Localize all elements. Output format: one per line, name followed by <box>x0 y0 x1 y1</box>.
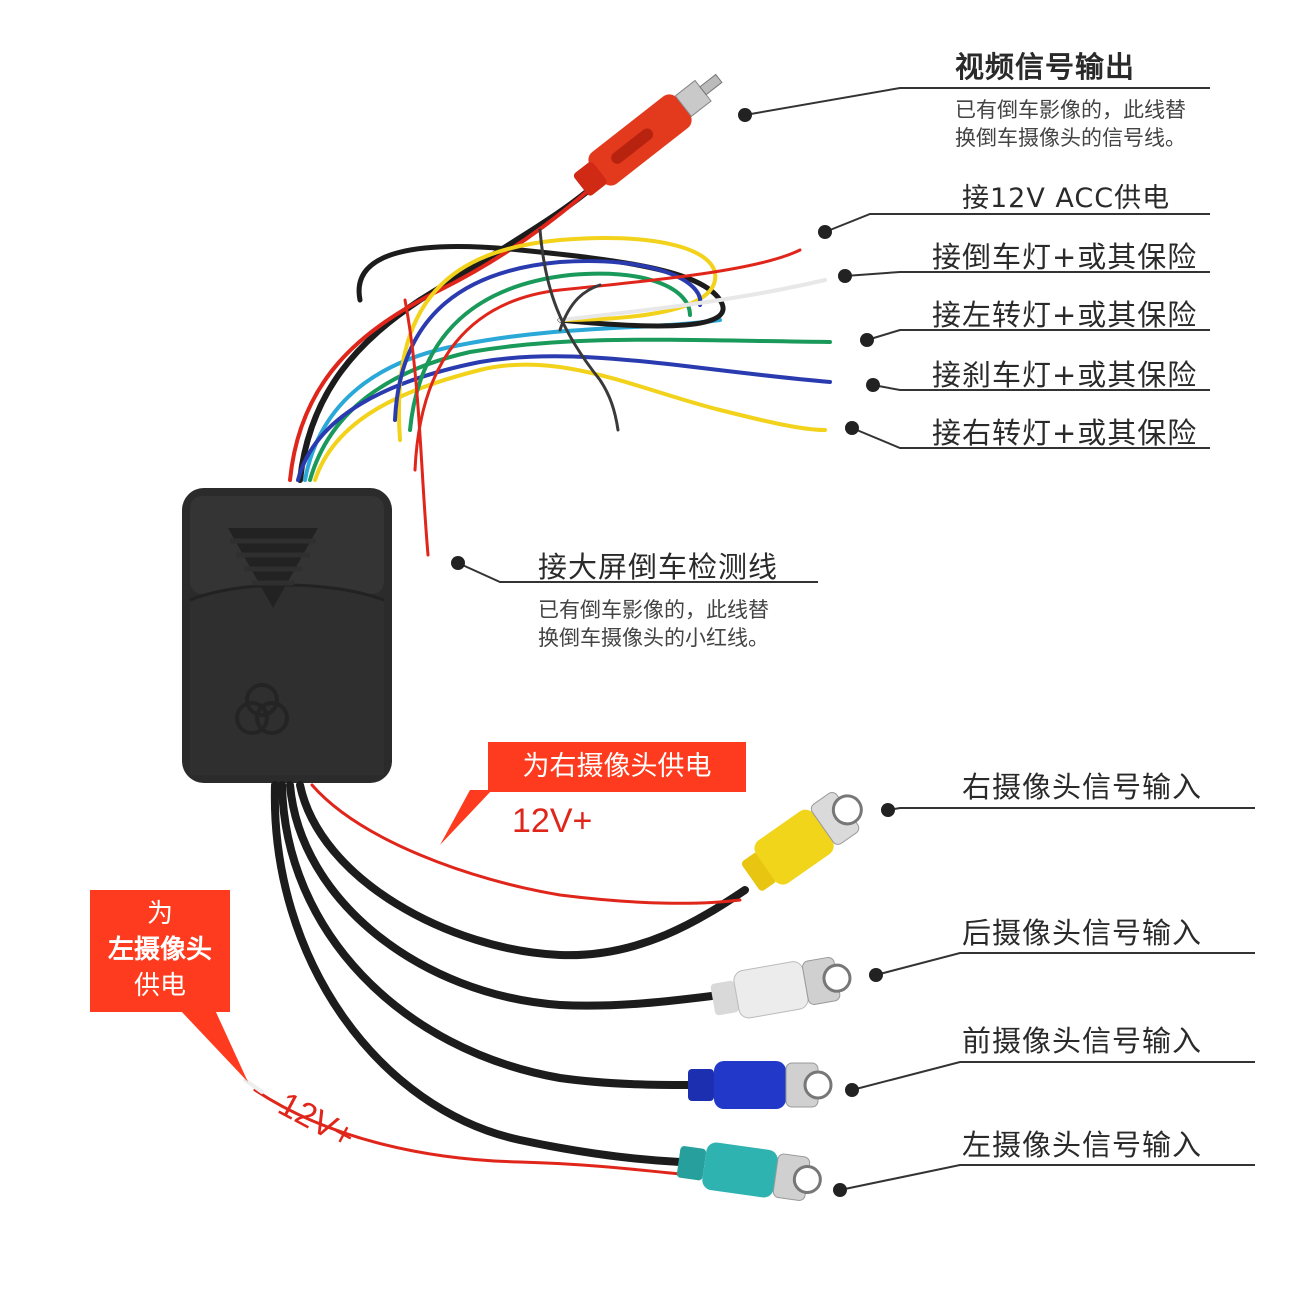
dot-rear-cam <box>869 968 883 982</box>
callout-right-power-text: 为右摄像头供电 <box>522 751 712 782</box>
dot-right-turn <box>845 421 859 435</box>
dot-video-out <box>738 108 752 122</box>
label-left-turn: 接左转灯+或其保险 <box>932 298 1198 332</box>
callout-pointer-left <box>180 1010 248 1082</box>
leader-reverse <box>844 271 1210 277</box>
wire-screen-detect <box>403 298 430 557</box>
label-screen-detect-desc-1: 已有倒车影像的，此线替 <box>538 598 769 622</box>
wire-loop-yellow <box>396 236 718 442</box>
wire-yellow-bundle <box>313 362 827 482</box>
leader-acc <box>824 213 1210 233</box>
label-right-turn: 接右转灯+或其保险 <box>932 416 1198 450</box>
cable-cam-right <box>296 781 749 960</box>
label-front-cam-in: 前摄像头信号输入 <box>962 1024 1203 1058</box>
wire-loop-red <box>413 248 802 472</box>
wire-red-left-power <box>253 1088 692 1177</box>
leader-front-cam <box>851 1061 1255 1091</box>
cable-tie <box>538 228 620 432</box>
label-rear-cam-in: 后摄像头信号输入 <box>962 916 1203 950</box>
callout-right-power: 为右摄像头供电 <box>488 742 746 792</box>
label-video-out-desc-1: 已有倒车影像的，此线替 <box>955 98 1186 122</box>
leader-screen-detect <box>457 562 818 583</box>
label-screen-detect-desc-2: 换倒车摄像头的小红线。 <box>538 626 769 650</box>
callout-pointer-right <box>440 790 520 845</box>
label-brake: 接刹车灯+或其保险 <box>932 358 1198 392</box>
leader-right-cam <box>887 807 1255 811</box>
callout-left-power-line3: 供电 <box>133 971 186 1001</box>
dot-left-cam <box>833 1183 847 1197</box>
cable-cam-front <box>278 781 694 1089</box>
dot-left-turn <box>860 333 874 347</box>
leader-left-cam <box>839 1164 1255 1191</box>
wire-blue-bundle <box>296 354 832 482</box>
dot-front-cam <box>845 1083 859 1097</box>
leader-right-turn <box>851 427 1210 449</box>
cable-cam-left <box>270 781 684 1166</box>
wire-loop-green <box>408 271 692 432</box>
dot-acc <box>818 225 832 239</box>
leader-brake <box>872 384 1210 391</box>
label-acc: 接12V ACC供电 <box>962 183 1171 214</box>
callout-right-voltage: 12V+ <box>512 802 593 840</box>
label-reverse: 接倒车灯+或其保险 <box>932 240 1198 274</box>
dot-right-cam <box>881 803 895 817</box>
rca-jack-blue <box>688 1061 833 1109</box>
module-box <box>182 488 392 783</box>
callout-left-power: 为 左摄像头 供电 <box>90 890 230 1012</box>
wire-red-top <box>288 168 612 482</box>
rca-jack-yellow <box>741 792 863 891</box>
rca-jack-white <box>710 956 852 1019</box>
leader-rear-cam <box>875 952 1255 976</box>
label-screen-detect-title: 接大屏倒车检测线 <box>538 550 779 584</box>
dot-reverse <box>838 269 852 283</box>
label-video-out-desc-2: 换倒车摄像头的信号线。 <box>955 126 1186 150</box>
label-right-cam-in: 右摄像头信号输入 <box>962 770 1203 804</box>
wire-white <box>558 278 827 322</box>
dot-brake <box>866 378 880 392</box>
cable-cam-rear <box>286 781 724 1010</box>
leader-video-out <box>744 87 1210 116</box>
rca-jack-teal <box>676 1142 822 1201</box>
wire-red-right-power <box>310 783 742 905</box>
callout-left-power-line2: 左摄像头 <box>107 935 212 965</box>
wire-loop-blue <box>393 259 703 422</box>
rca-plug-red <box>573 73 723 196</box>
label-video-out-title: 视频信号输出 <box>955 50 1136 84</box>
dot-screen-detect <box>451 556 465 570</box>
leader-left-turn <box>866 329 1210 341</box>
label-left-cam-in: 左摄像头信号输入 <box>962 1128 1203 1162</box>
wire-green-bundle <box>308 337 832 482</box>
cable-tie-2 <box>558 283 602 332</box>
logo-icon <box>235 683 289 735</box>
callout-left-power-line1: 为 <box>146 899 173 929</box>
